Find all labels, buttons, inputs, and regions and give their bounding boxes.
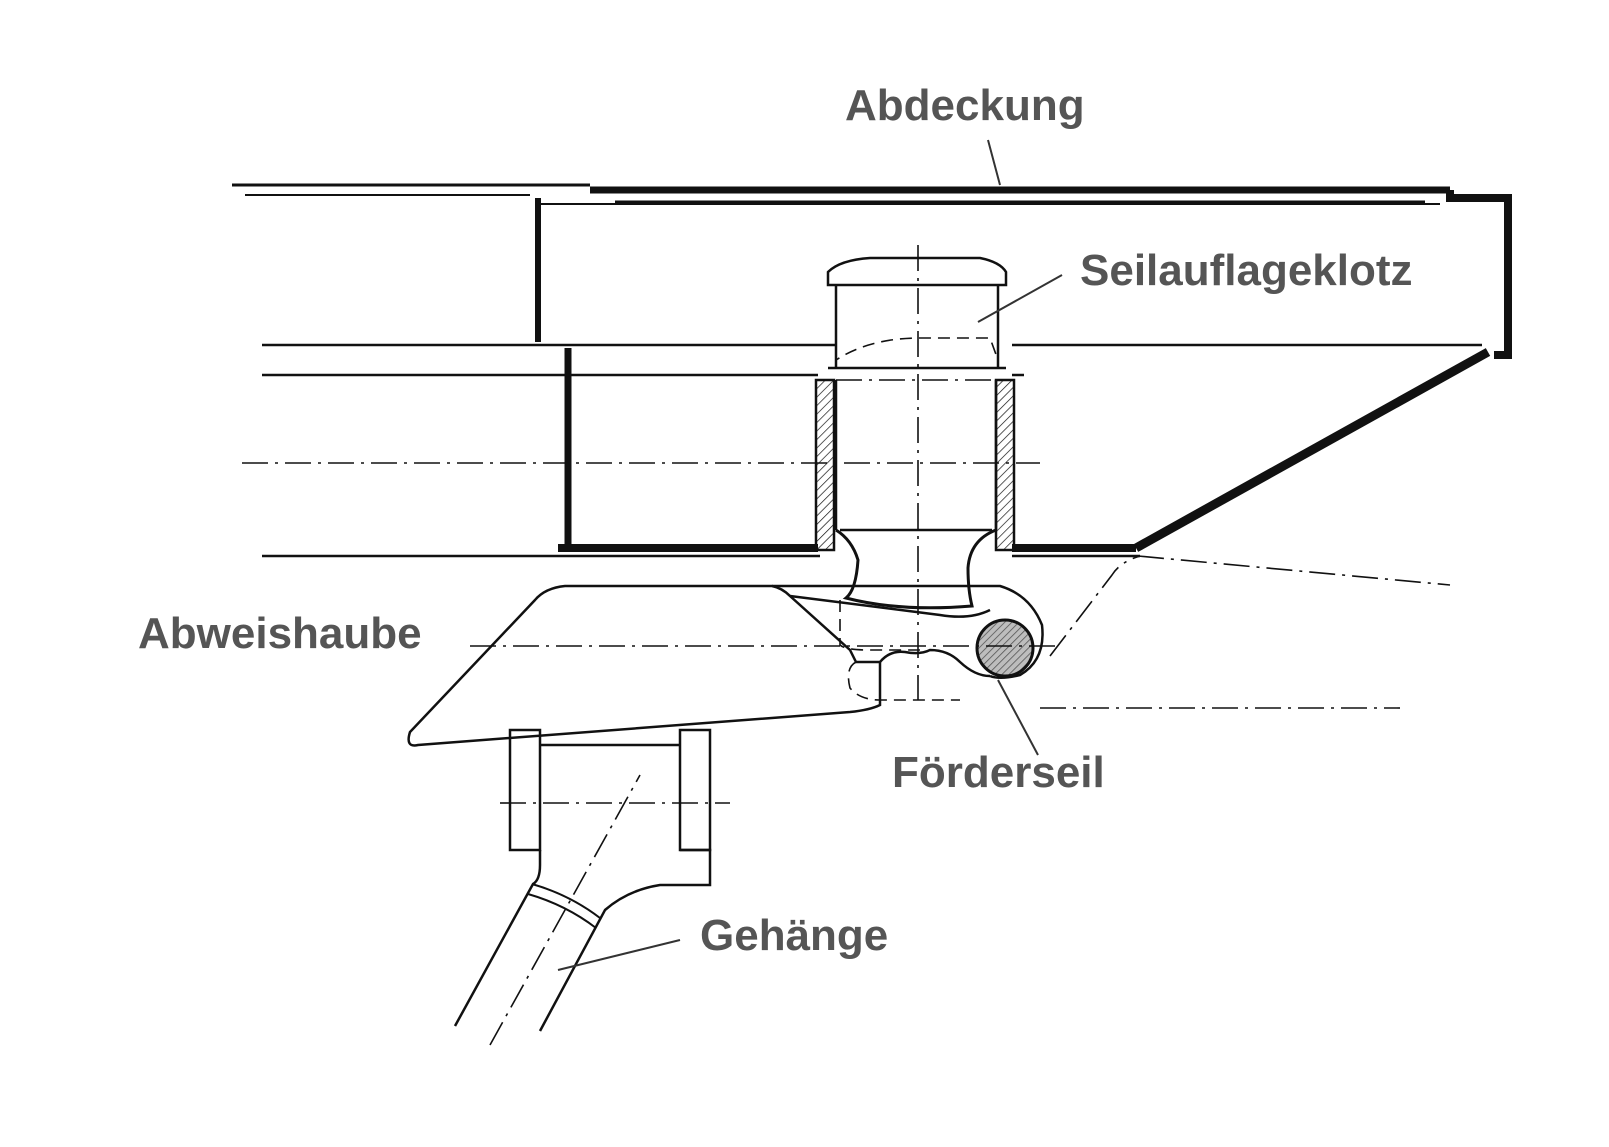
hoisting-rope (975, 618, 1035, 678)
label-seilauflageklotz: Seilauflageklotz (1080, 246, 1413, 295)
label-foerderseil: Förderseil (892, 748, 1105, 797)
leader-seilauflageklotz (977, 274, 1063, 323)
leader-gehaenge (557, 939, 681, 971)
label-gehaenge: Gehänge (700, 911, 888, 960)
lower-beam (262, 348, 1491, 558)
label-abweishaube: Abweishaube (138, 609, 422, 658)
deflector-hood (407, 584, 1044, 747)
hanger (453, 728, 712, 1032)
leader-foerderseil (997, 679, 1039, 756)
rope-support-block (814, 256, 1016, 610)
leader-abdeckung (987, 139, 1001, 186)
leader-lines (557, 139, 1063, 971)
label-abdeckung: Abdeckung (845, 81, 1085, 130)
center-lines (242, 245, 1451, 1046)
cover-plate (232, 183, 1512, 359)
upper-beam (262, 198, 1482, 377)
